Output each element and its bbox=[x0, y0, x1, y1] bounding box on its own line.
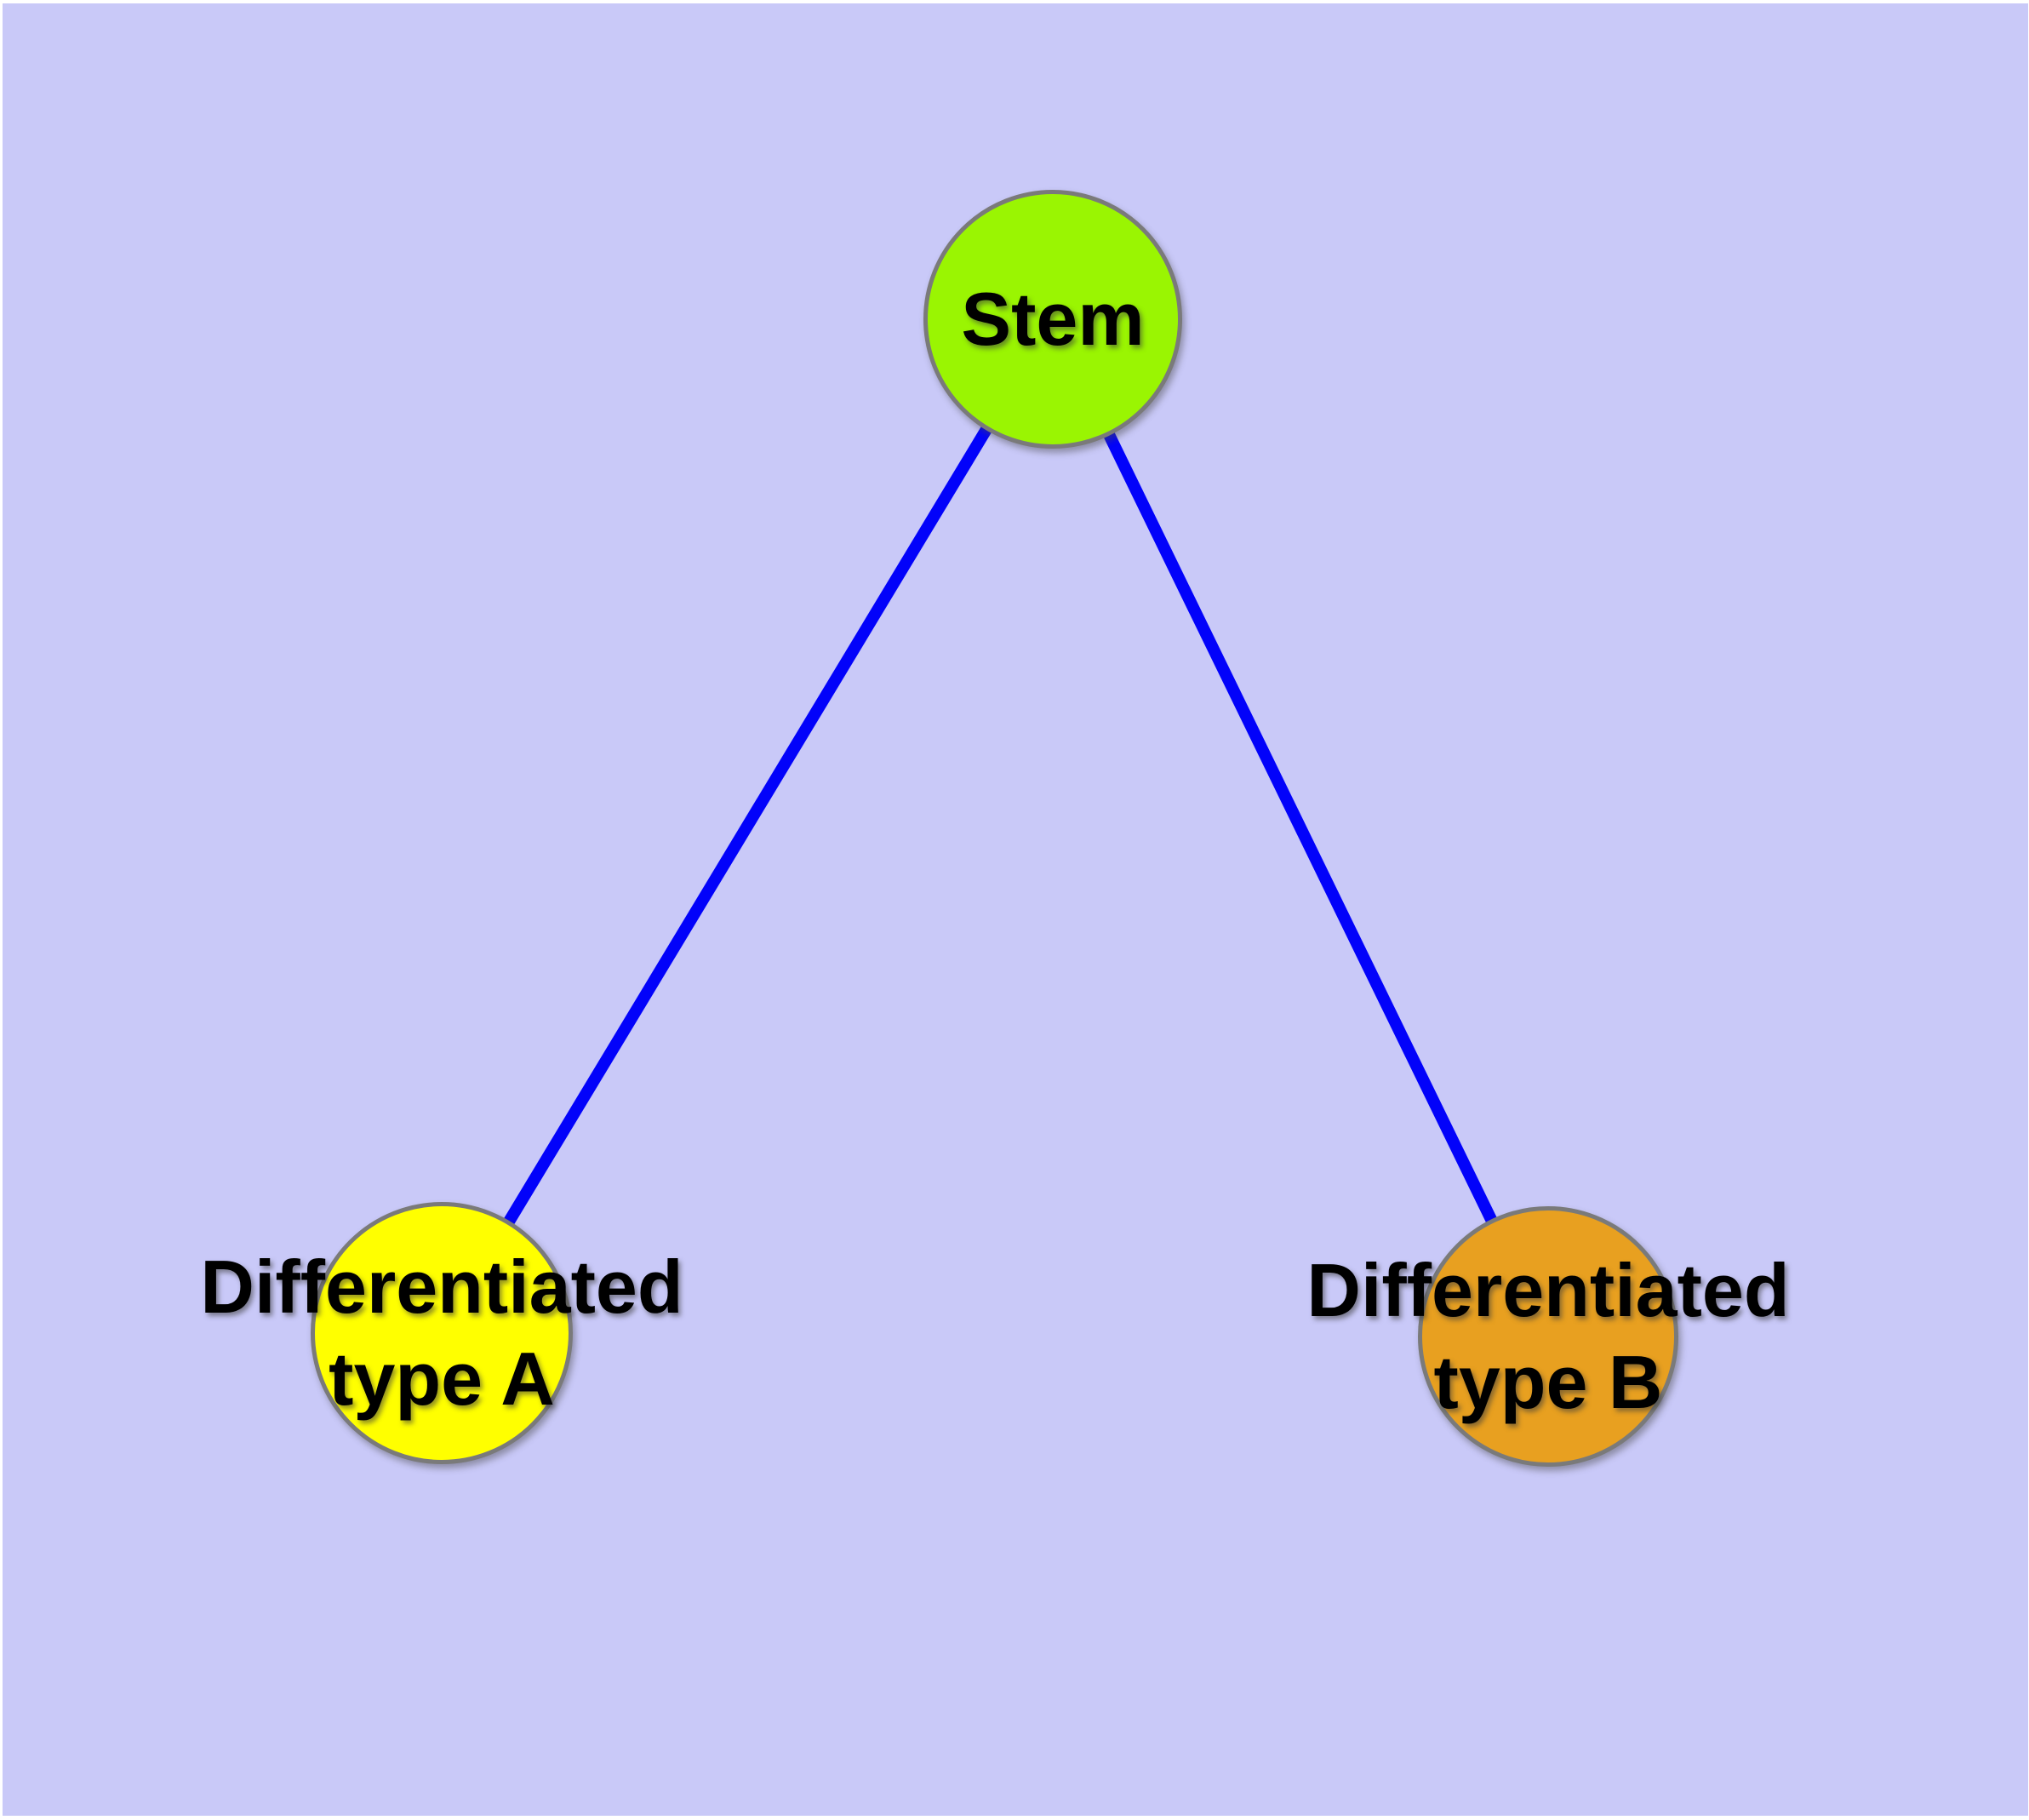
node-label-stem: Stem bbox=[961, 273, 1144, 365]
node-label-line: type A bbox=[329, 1336, 555, 1421]
node-label-line: Stem bbox=[961, 277, 1145, 361]
node-type-b bbox=[1418, 1206, 1678, 1467]
edge-stem-to-type-a bbox=[437, 316, 1058, 1336]
edge-stem-to-type-b bbox=[1047, 316, 1554, 1340]
node-label-line: type B bbox=[1433, 1340, 1663, 1424]
node-label-line: Differentiated bbox=[1306, 1248, 1790, 1332]
node-type-a bbox=[311, 1202, 573, 1464]
node-stem bbox=[923, 190, 1182, 449]
node-label-line: Differentiated bbox=[200, 1245, 683, 1329]
